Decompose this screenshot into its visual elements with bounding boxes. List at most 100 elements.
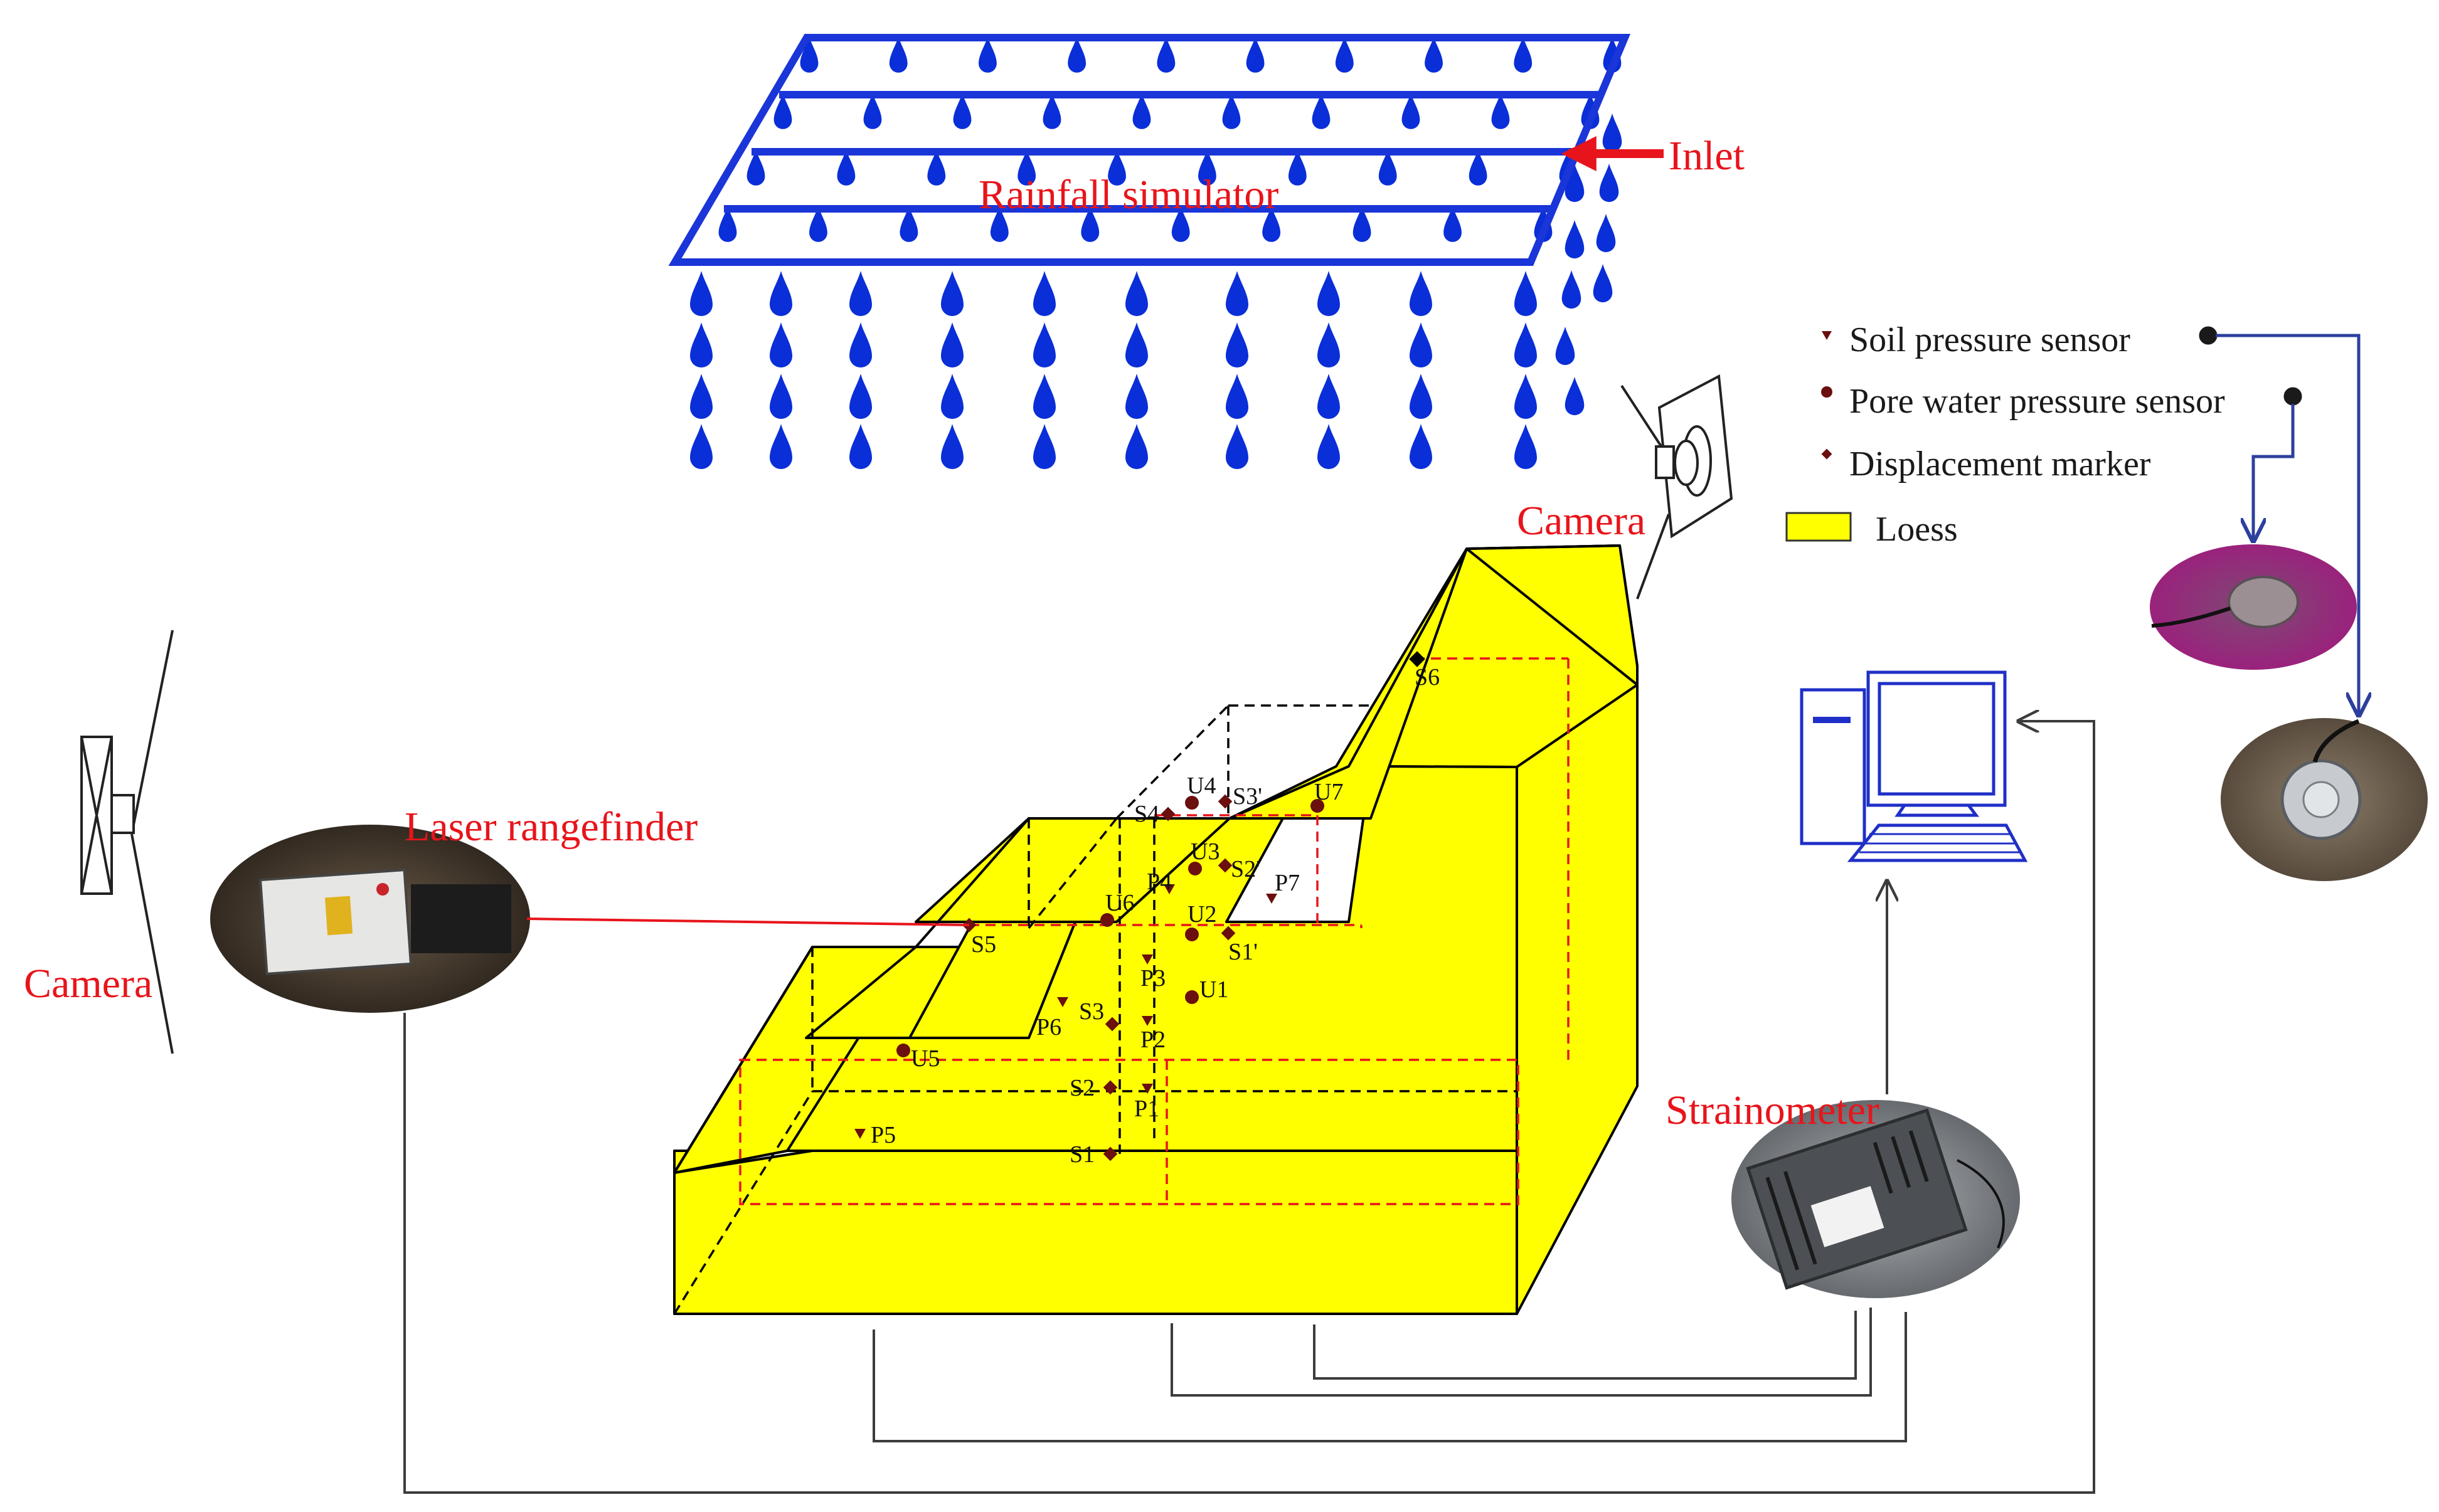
label-P6: P6 bbox=[1036, 1014, 1061, 1040]
legend-displacement-icon bbox=[1821, 448, 1832, 460]
rain-drop bbox=[1565, 376, 1585, 416]
rain-drop bbox=[1514, 374, 1537, 419]
marker-U5 bbox=[896, 1044, 910, 1057]
rain-drop bbox=[770, 322, 792, 367]
rain-drop bbox=[1555, 326, 1575, 366]
sensor-markers bbox=[854, 651, 1425, 1161]
rain-drop bbox=[979, 36, 997, 73]
pore-water-sensor-photo bbox=[2221, 718, 2428, 881]
rain-drop bbox=[849, 271, 872, 316]
rain-drop bbox=[690, 374, 713, 419]
marker-P3 bbox=[1142, 954, 1153, 965]
label-P3: P3 bbox=[1140, 965, 1166, 991]
rain-drops bbox=[690, 36, 1622, 469]
internal-guides bbox=[673, 657, 1570, 1314]
rain-drop bbox=[889, 36, 908, 73]
label-S2p: S2' bbox=[1231, 856, 1260, 882]
rain-drop bbox=[1514, 271, 1537, 316]
rain-drop bbox=[1068, 36, 1087, 73]
marker-P1 bbox=[1142, 1084, 1153, 1094]
inlet-label: Inlet bbox=[1669, 133, 1745, 179]
slope-front-face bbox=[673, 1150, 1518, 1315]
legend-loess-label: Loess bbox=[1876, 510, 1958, 549]
rain-drop bbox=[770, 271, 792, 316]
marker-S1p bbox=[1221, 926, 1236, 941]
label-U2: U2 bbox=[1188, 901, 1216, 928]
rain-drop bbox=[941, 374, 964, 419]
rain-drop bbox=[1410, 424, 1432, 469]
rain-drop bbox=[1317, 424, 1340, 469]
rain-drop bbox=[690, 322, 713, 367]
rain-drop bbox=[770, 424, 792, 469]
rain-drop bbox=[1033, 374, 1056, 419]
rain-drop bbox=[849, 374, 872, 419]
rain-drop bbox=[1514, 424, 1537, 469]
camera-left-label: Camera bbox=[24, 961, 152, 1007]
label-P7: P7 bbox=[1275, 870, 1300, 896]
rain-drop bbox=[849, 424, 872, 469]
rain-drop bbox=[1125, 322, 1148, 367]
legend-displacement-label: Displacement marker bbox=[1849, 445, 2151, 484]
slope-right-wall bbox=[1516, 684, 1639, 1315]
marker-P7 bbox=[1266, 894, 1277, 904]
label-S6: S6 bbox=[1415, 664, 1440, 690]
rain-drop bbox=[1514, 36, 1533, 73]
label-S1: S1 bbox=[1070, 1141, 1095, 1168]
rain-drop bbox=[1125, 271, 1148, 316]
label-P5: P5 bbox=[871, 1122, 896, 1148]
marker-S4 bbox=[1161, 806, 1176, 822]
label-U1: U1 bbox=[1199, 976, 1228, 1003]
rain-drop bbox=[1602, 113, 1622, 152]
loess-slope-model bbox=[673, 544, 1639, 1315]
marker-S1 bbox=[1103, 1146, 1118, 1161]
rain-drop bbox=[1125, 374, 1148, 419]
rain-drop bbox=[1033, 424, 1056, 469]
label-U4: U4 bbox=[1187, 773, 1216, 799]
marker-U2 bbox=[1185, 928, 1199, 941]
rain-drop bbox=[1317, 271, 1340, 316]
rain-drop bbox=[1033, 322, 1056, 367]
rain-drop bbox=[1410, 271, 1432, 316]
label-U5: U5 bbox=[911, 1045, 940, 1072]
rain-drop bbox=[849, 322, 872, 367]
marker-S2p bbox=[1218, 858, 1233, 873]
marker-P2 bbox=[1142, 1016, 1153, 1026]
label-S3: S3 bbox=[1079, 998, 1104, 1025]
strainometer-label: Strainometer bbox=[1666, 1087, 1879, 1133]
laser-rangefinder-label: Laser rangefinder bbox=[405, 804, 698, 850]
data-wiring bbox=[403, 721, 2095, 1494]
rain-drop bbox=[690, 424, 713, 469]
camera-left bbox=[80, 630, 174, 1054]
label-S2: S2 bbox=[1070, 1075, 1095, 1101]
label-S1p: S1' bbox=[1228, 939, 1258, 965]
soil-pressure-sensor-photo bbox=[2150, 544, 2357, 670]
rain-drop bbox=[1593, 263, 1613, 303]
camera-top-label: Camera bbox=[1517, 498, 1645, 544]
simulator-frame bbox=[668, 34, 1631, 266]
rain-drop bbox=[1226, 424, 1248, 469]
rain-drop bbox=[690, 271, 713, 316]
marker-U4 bbox=[1185, 796, 1199, 810]
rain-drop bbox=[941, 322, 964, 367]
camera-top bbox=[1620, 374, 1733, 600]
rainfall-simulator: Rainfall simulator Inlet bbox=[668, 34, 1745, 469]
rain-drop bbox=[1565, 219, 1585, 259]
rain-drop bbox=[1157, 36, 1176, 73]
label-P1: P1 bbox=[1134, 1096, 1159, 1122]
rain-drop bbox=[1514, 322, 1537, 367]
rain-drop bbox=[1226, 374, 1248, 419]
rain-drop bbox=[1425, 36, 1443, 73]
rain-drop bbox=[1410, 322, 1432, 367]
rain-drop bbox=[1226, 271, 1248, 316]
rain-drop bbox=[1599, 163, 1619, 203]
rain-drop bbox=[1317, 374, 1340, 419]
marker-S2 bbox=[1103, 1080, 1118, 1095]
strainometer bbox=[1731, 1100, 2020, 1298]
rain-drop bbox=[1561, 270, 1581, 309]
label-S5: S5 bbox=[971, 931, 996, 958]
rain-drop bbox=[1125, 424, 1148, 469]
rainfall-simulator-label: Rainfall simulator bbox=[979, 172, 1278, 218]
marker-P6 bbox=[1057, 997, 1068, 1007]
label-S3p: S3' bbox=[1233, 783, 1262, 810]
